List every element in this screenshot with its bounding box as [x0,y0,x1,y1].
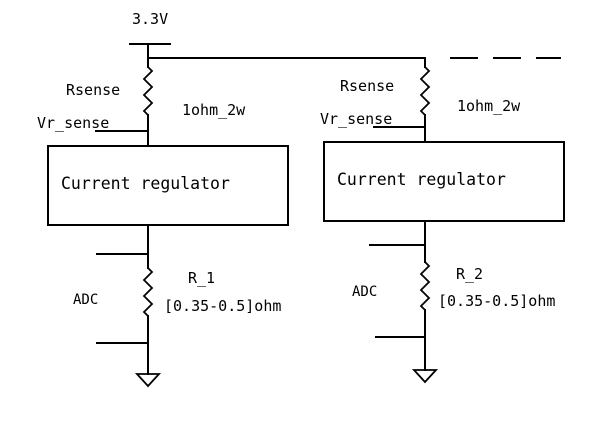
branch-2: Rsense 1ohm_2w Vr_sense Current regulato… [320,57,565,384]
r2-name: R_2 [456,265,483,283]
supply-voltage-label: 3.3V [132,10,168,28]
rsense-2-resistor [419,66,431,116]
rsense-1-value: 1ohm_2w [182,101,246,119]
current-regulator-2-label: Current regulator [337,170,506,189]
ground-2-symbol [411,369,439,384]
adc-1-label: ADC [73,292,98,308]
branch-1: Rsense 1ohm_2w Vr_sense Current regulato… [37,57,289,388]
current-regulator-1-label: Current regulator [61,174,230,193]
rsense-2-value: 1ohm_2w [457,97,521,115]
adc-2-label: ADC [352,284,377,300]
current-regulator-1 [47,145,289,226]
r2-resistor [419,261,431,311]
rsense-1-label: Rsense [66,81,120,99]
r2-range: [0.35-0.5]ohm [438,292,555,310]
rsense-2-label: Rsense [340,77,394,95]
r1-range: [0.35-0.5]ohm [164,297,281,315]
supply-rail: 3.3V [129,10,561,59]
vr-sense-1-label: Vr_sense [37,114,109,132]
r1-resistor [142,267,154,317]
r1-name: R_1 [188,269,215,287]
ground-1-symbol [134,373,162,388]
vr-sense-2-label: Vr_sense [320,110,392,128]
rsense-1-resistor [142,66,154,116]
current-regulator-2 [323,141,565,222]
